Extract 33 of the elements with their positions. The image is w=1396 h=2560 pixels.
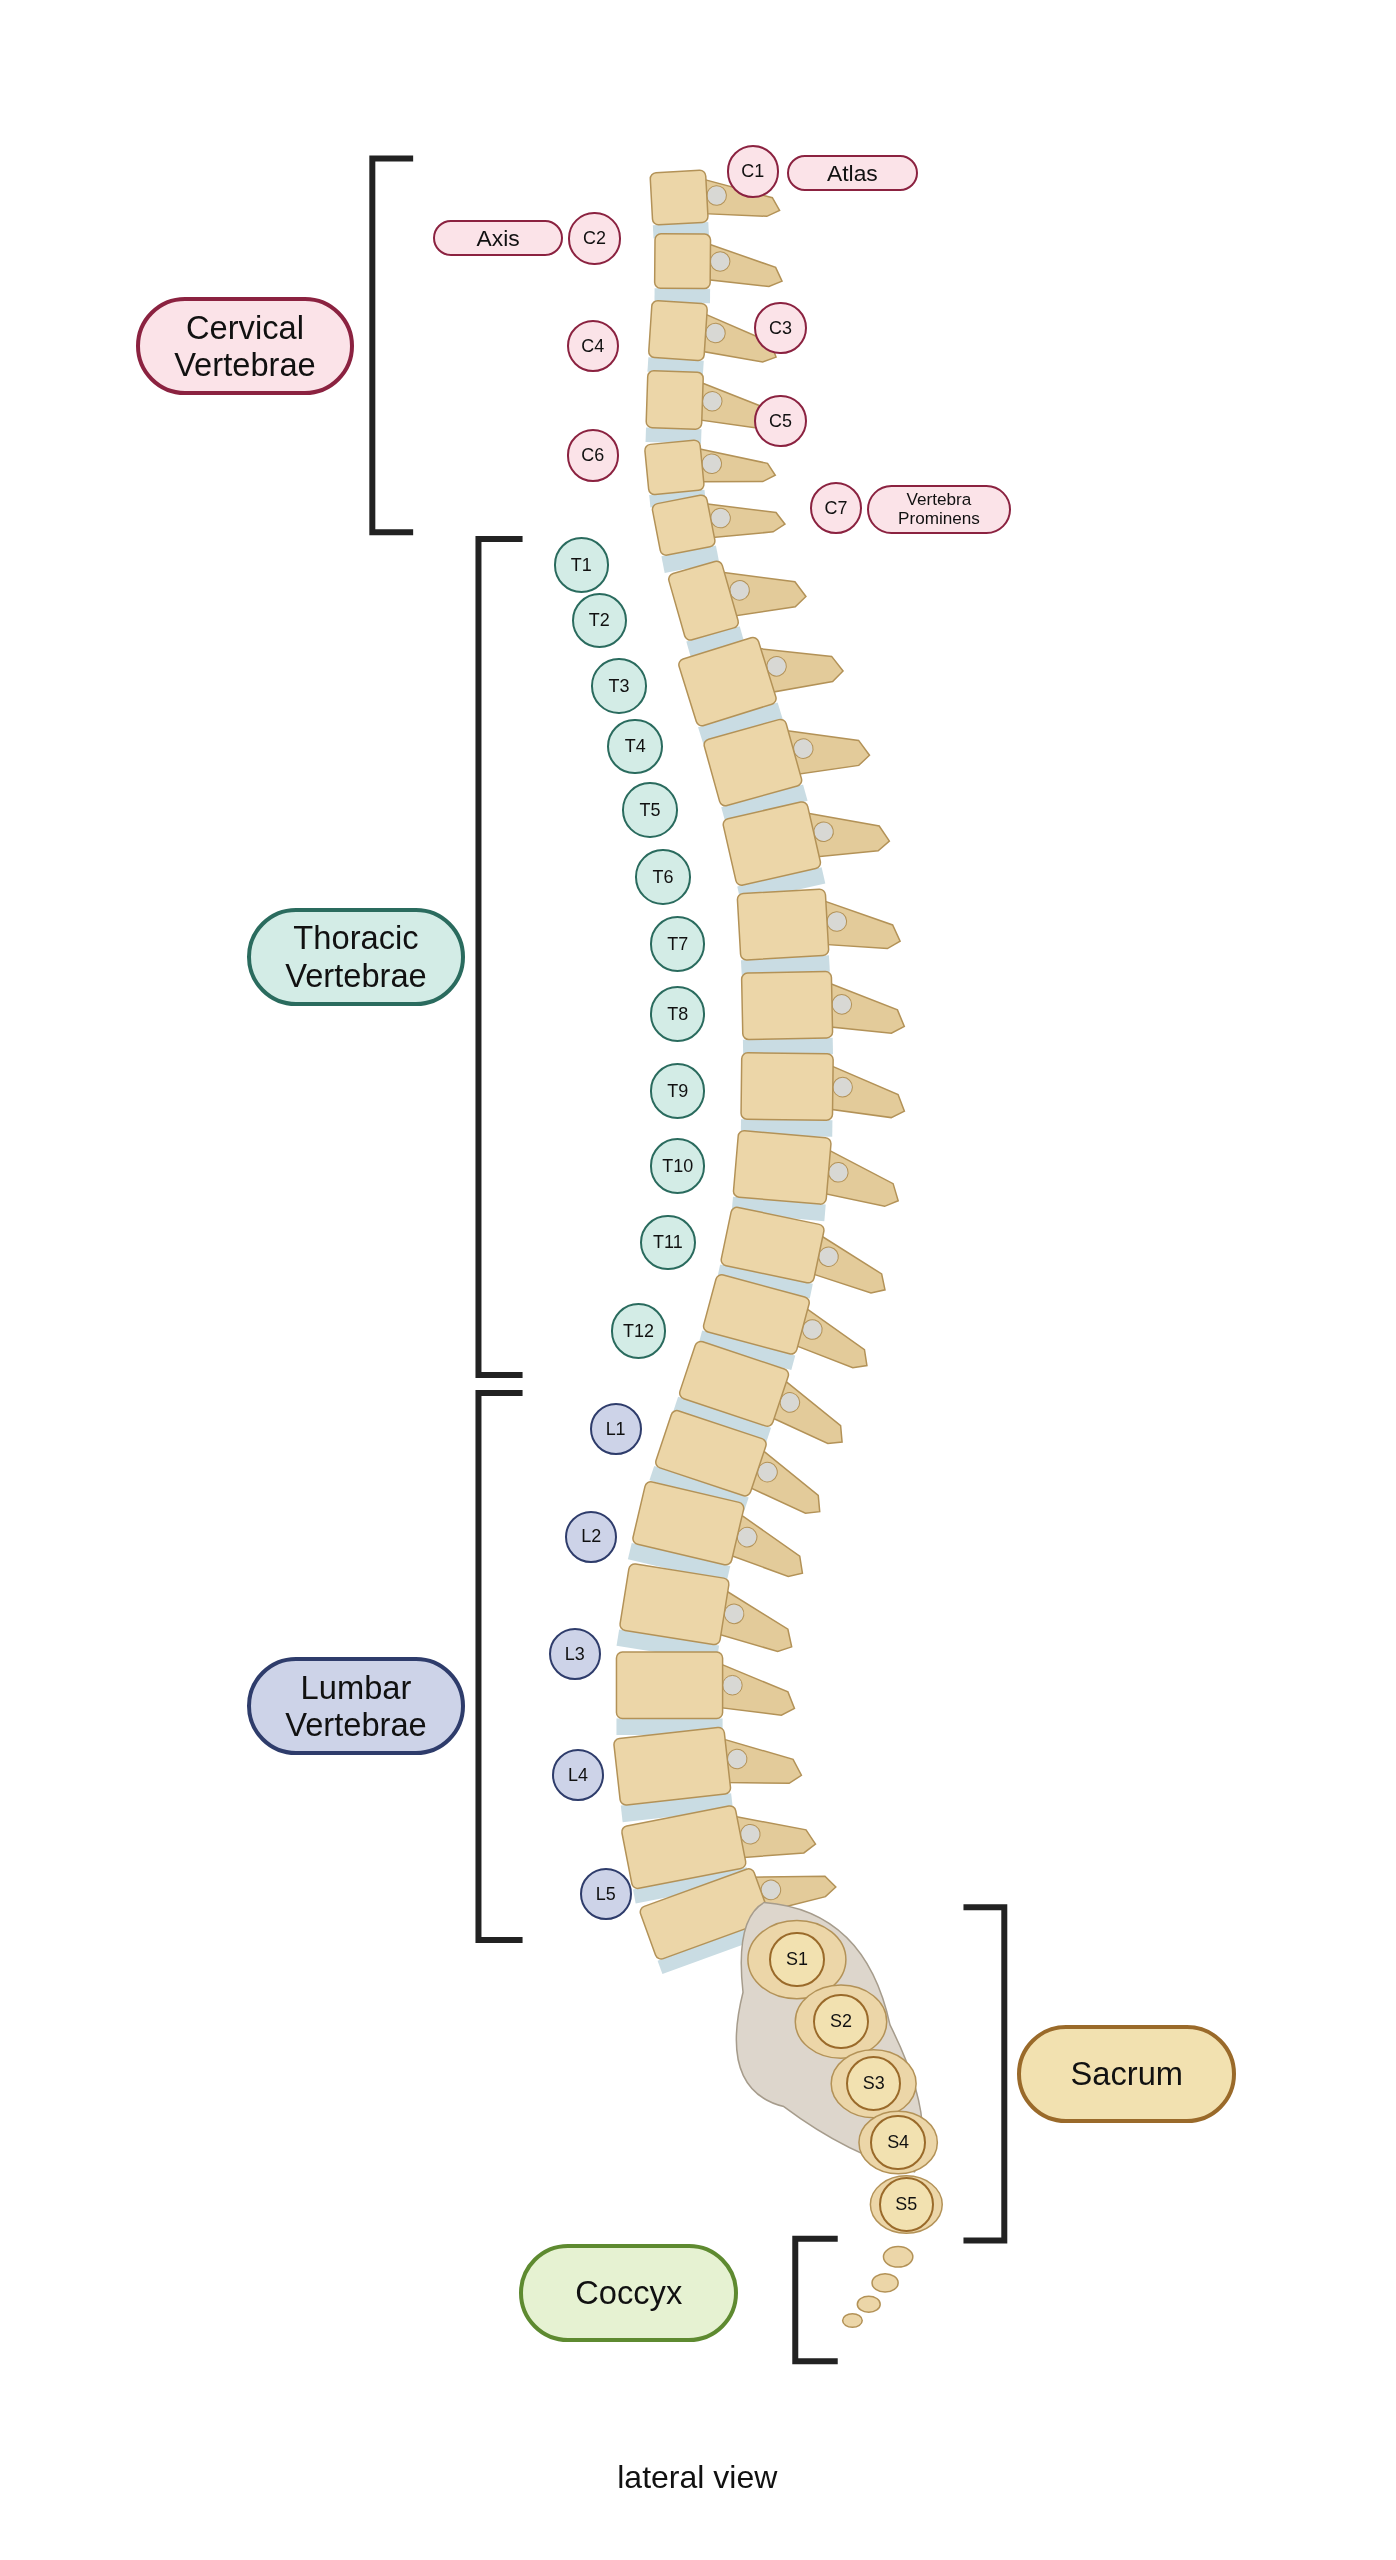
vertebra-label: T6 bbox=[635, 849, 691, 905]
vertebra-label: L5 bbox=[579, 1868, 632, 1921]
region-label: Vertebra Prominens bbox=[867, 485, 1011, 534]
vertebra-label: T4 bbox=[607, 718, 663, 775]
caption: lateral view bbox=[617, 2459, 778, 2497]
vertebra-label: T2 bbox=[571, 592, 628, 649]
region-label: Thoracic Vertebrae bbox=[246, 907, 466, 1006]
vertebra-label: C2 bbox=[568, 212, 621, 265]
vertebra-label: L1 bbox=[589, 1402, 642, 1455]
vertebra-label: L3 bbox=[548, 1628, 601, 1681]
vertebra-label: T12 bbox=[610, 1303, 667, 1359]
vertebra-label: T7 bbox=[649, 916, 706, 972]
region-label: Coccyx bbox=[519, 2243, 739, 2342]
region-label: Sacrum bbox=[1017, 2024, 1237, 2123]
region-label: Atlas bbox=[787, 155, 918, 192]
vertebra-label: T8 bbox=[649, 986, 706, 1042]
vertebra-label: T5 bbox=[622, 782, 678, 838]
vertebra-label: L2 bbox=[565, 1510, 618, 1563]
vertebra-label: C5 bbox=[754, 395, 807, 448]
region-label: Cervical Vertebrae bbox=[135, 297, 355, 396]
vertebra-label: T1 bbox=[553, 537, 610, 593]
vertebra-label: L4 bbox=[551, 1748, 605, 1802]
region-label: Axis bbox=[432, 220, 564, 257]
vertebra-label: C3 bbox=[754, 302, 807, 355]
vertebra-label: T9 bbox=[649, 1063, 706, 1119]
vertebra-label: T10 bbox=[649, 1138, 706, 1194]
vertebra-label: T11 bbox=[640, 1214, 696, 1271]
vertebra-label: C1 bbox=[726, 145, 779, 198]
vertebra-label: C7 bbox=[809, 481, 863, 534]
region-label: Lumbar Vertebrae bbox=[246, 1657, 466, 1756]
vertebra-label: C4 bbox=[566, 320, 619, 373]
vertebra-label: T3 bbox=[591, 658, 647, 714]
vertebra-label: C6 bbox=[566, 429, 619, 482]
